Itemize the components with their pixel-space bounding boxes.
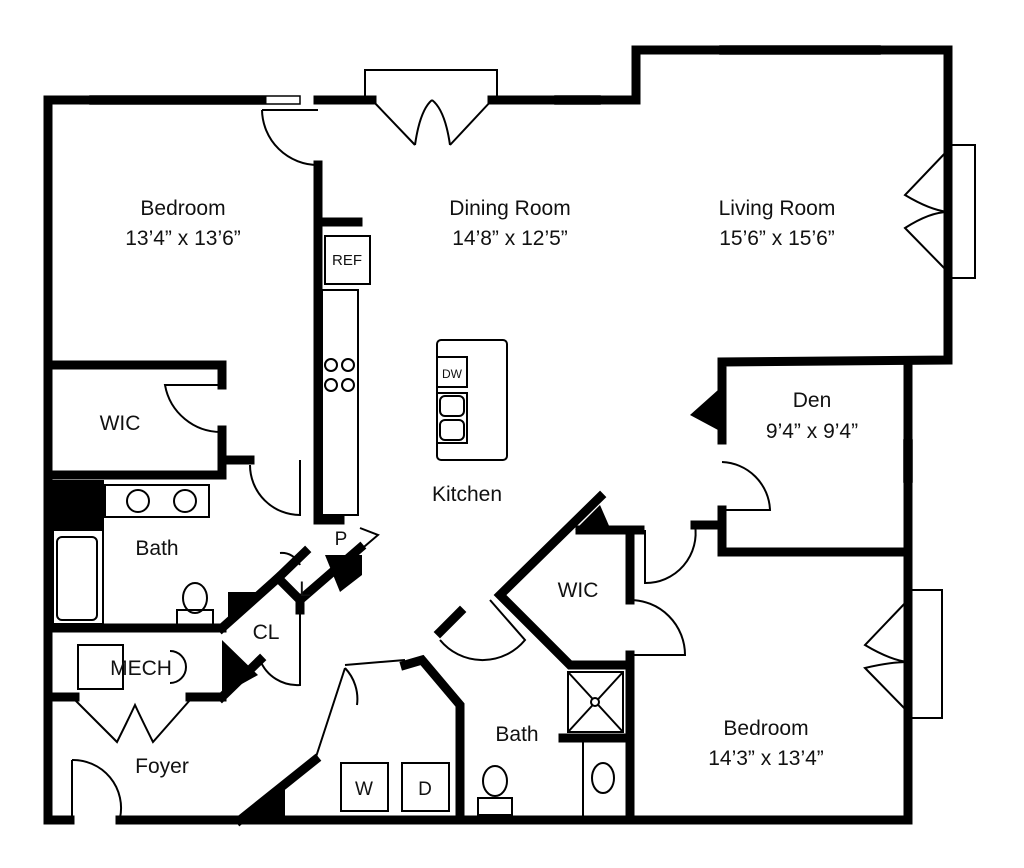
wic1-name: WIC bbox=[100, 412, 141, 435]
refrigerator-label: REF bbox=[332, 252, 362, 269]
bedroom2-name: Bedroom bbox=[723, 717, 808, 740]
stove-icon bbox=[324, 358, 355, 392]
doors bbox=[71, 99, 949, 819]
bathtub bbox=[52, 529, 104, 625]
dryer bbox=[401, 762, 450, 812]
bedroom2-size: 14’3” x 13’4” bbox=[708, 747, 824, 770]
washer-label: W bbox=[355, 779, 373, 800]
sink-icon bbox=[436, 392, 468, 444]
dryer-label: D bbox=[418, 779, 432, 800]
fixtures: REF DW W D bbox=[52, 235, 624, 818]
kitchen-counter bbox=[321, 289, 359, 516]
sink-icon bbox=[591, 762, 615, 794]
solid-blocks bbox=[52, 390, 718, 818]
kitchen-name: Kitchen bbox=[432, 483, 502, 506]
bedroom1-size: 13’4” x 13’6” bbox=[125, 227, 241, 250]
dining-size: 14’8” x 12’5” bbox=[452, 227, 568, 250]
dining-name: Dining Room bbox=[449, 197, 570, 220]
living-name: Living Room bbox=[719, 197, 836, 220]
den-name: Den bbox=[793, 389, 832, 412]
dishwasher-label: DW bbox=[442, 367, 463, 381]
refrigerator bbox=[324, 235, 371, 285]
bath2-name: Bath bbox=[495, 723, 538, 746]
bath1-name: Bath bbox=[135, 537, 178, 560]
washer bbox=[340, 762, 389, 812]
vanity bbox=[104, 484, 210, 518]
foyer-name: Foyer bbox=[135, 755, 189, 778]
toilet-icon bbox=[482, 765, 508, 797]
toilet-icon bbox=[182, 582, 208, 614]
room-labels: Bedroom 13’4” x 13’6” Dining Room 14’8” … bbox=[100, 197, 859, 778]
living-size: 15’6” x 15’6” bbox=[719, 227, 835, 250]
bedroom1-name: Bedroom bbox=[140, 197, 225, 220]
pantry-name: P bbox=[335, 529, 348, 550]
wic2-name: WIC bbox=[558, 579, 599, 602]
shower-icon bbox=[567, 671, 624, 733]
mech-name: MECH bbox=[110, 657, 172, 680]
closet-name: CL bbox=[253, 621, 280, 644]
den-size: 9’4” x 9’4” bbox=[766, 420, 858, 443]
water-heater bbox=[77, 644, 124, 690]
linen-name: L bbox=[299, 578, 311, 601]
